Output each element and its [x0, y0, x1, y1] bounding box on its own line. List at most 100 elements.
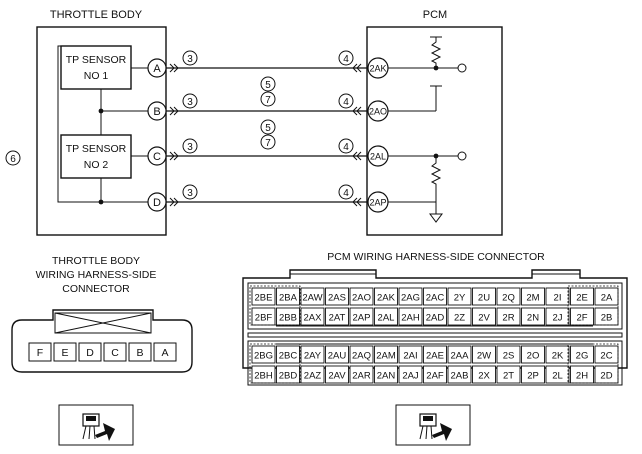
pcm-connector-pin-2f: [570, 307, 594, 326]
pcm-connector-pin-label: 2Q: [502, 293, 515, 304]
pcm-connector-pin-label: 2F: [576, 313, 587, 324]
pcm-connector-pin-label: 2Z: [454, 313, 465, 324]
tb-connector-pin-label: A: [161, 347, 168, 359]
throttle-body-internal-wiring: [57, 45, 148, 205]
tb-connector-pin-f: [28, 342, 52, 362]
pcm-connector-pin-label: 2T: [503, 371, 514, 382]
pcm-connector-pin-label: 2AS: [328, 293, 346, 304]
pcm-connector-pin-2m: [521, 287, 545, 306]
pcm-connector-pin-label: 2BD: [279, 371, 298, 382]
pcm-connector-pin-2w: [472, 345, 496, 364]
pcm-connector-pin-label: 2AM: [376, 351, 396, 362]
pcm-note: 4: [343, 142, 349, 153]
pcm-connector-pin-label: 2U: [478, 293, 490, 304]
pcm-connector-pin-2au: [325, 345, 349, 364]
pcm-connector-pin-label: 2G: [576, 351, 589, 362]
pcm-connector-pin-2g: [570, 345, 594, 364]
pcm-connector-pin-label: 2L: [552, 371, 563, 382]
pcm-connector-pin-label: 2AZ: [304, 371, 322, 382]
tb-pin-b-label: B: [153, 106, 160, 118]
pcm-connector-pin-2bb: [276, 307, 300, 326]
pcm-connector-pin-label: 2E: [576, 293, 588, 304]
pcm-box: [366, 26, 503, 236]
tp-sensor-1-number: NO 1: [84, 70, 109, 82]
tb-note: 3: [187, 188, 193, 199]
mid-note: 5: [265, 123, 271, 134]
pcm-connector-pin-label: 2O: [527, 351, 540, 362]
tb-pin-d-circle: [147, 192, 167, 212]
mid-note: 7: [265, 95, 271, 106]
pcm-connector-pin-2av: [325, 365, 349, 384]
pcm-connector-pin-2e: [570, 287, 594, 306]
pcm-connector-pin-2ao: [349, 287, 374, 306]
pcm-pin-2al-circle: [367, 145, 389, 167]
tb-connector-pin-label: B: [136, 347, 143, 359]
pcm-connector-pin-label: 2BB: [279, 313, 297, 324]
pcm-connector-pin-2ac: [423, 287, 447, 306]
pcm-connector-pin-label: 2H: [576, 371, 588, 382]
pcm-connector-pin-2aj: [398, 365, 423, 384]
pcm-connector-pin-label: 2V: [478, 313, 490, 324]
pcm-connector-pin-2al: [374, 307, 398, 326]
pcm-connector-pin-2ap: [349, 307, 374, 326]
tb-connector-pin-a: [153, 342, 177, 362]
pcm-connector-pin-2l: [545, 365, 570, 384]
pcm-connector-pin-2i: [545, 287, 570, 306]
pcm-connector-pin-label: 2AV: [328, 371, 346, 382]
tb-note: 3: [187, 142, 193, 153]
tb-pin-c-label: C: [153, 151, 161, 163]
tb-connector-pin-e: [53, 342, 77, 362]
pcm-pin-2ak-circle: [367, 57, 389, 79]
pcm-connector-pin-label: 2AC: [426, 293, 445, 304]
pcm-connector-pin-label: 2AT: [329, 313, 346, 324]
pcm-connector-pin-2at: [325, 307, 349, 326]
pcm-connector-pin-2ak: [374, 287, 398, 306]
tp-sensor-2-number: NO 2: [84, 159, 109, 171]
pcm-connector-pin-label: 2BA: [279, 293, 298, 304]
tp-sensor-2-label: TP SENSOR: [66, 143, 127, 155]
pcm-title: PCM: [423, 9, 447, 21]
pcm-connector-pin-2aa: [447, 345, 472, 364]
pcm-connector-pin-label: 2S: [503, 351, 515, 362]
pcm-connector-pin-2ar: [349, 365, 374, 384]
pcm-connector-pin-2ag: [398, 287, 423, 306]
pcm-connector-pin-label: 2AA: [451, 351, 470, 362]
pcm-connector-pin-2p: [521, 365, 545, 384]
tb-pin-a-label: A: [153, 63, 161, 75]
pcm-connector-pin-label: 2P: [527, 371, 539, 382]
pcm-connector-pin-label: 2AD: [426, 313, 445, 324]
mid-note: 7: [265, 138, 271, 149]
pcm-connector-pin-2ad: [423, 307, 447, 326]
pcm-connector-pin-label: 2AI: [403, 351, 417, 362]
pcm-note: 4: [343, 97, 349, 108]
pcm-connector-pin-2bg: [251, 345, 276, 364]
pcm-connector-pin-label: 2AX: [304, 313, 323, 324]
pcm-pin-2ao-label: 2AO: [369, 107, 387, 117]
pcm-connector-pin-2am: [374, 345, 398, 364]
tb-connector-title-3: CONNECTOR: [62, 283, 130, 295]
tb-pin-c-circle: [147, 146, 167, 166]
pcm-connector-pin-2be: [251, 287, 276, 306]
pcm-connector-pin-label: 2AJ: [402, 371, 419, 382]
pcm-connector-pin-label: 2AW: [302, 293, 322, 304]
tb-connector-title-1: THROTTLE BODY: [52, 255, 140, 267]
pcm-connector-pin-label: 2N: [527, 313, 539, 324]
pcm-pin-2ap-label: 2AP: [369, 198, 386, 208]
pcm-note: 4: [343, 188, 349, 199]
pcm-note: 4: [343, 54, 349, 65]
pcm-connector-pin-label: 2BC: [279, 351, 298, 362]
pcm-connector-pin-label: 2Y: [454, 293, 466, 304]
pcm-connector-pin-label: 2AB: [451, 371, 469, 382]
pcm-connector-pin-label: 2C: [600, 351, 612, 362]
tb-note: 3: [187, 54, 193, 65]
tb-connector-view-icon: [58, 404, 134, 446]
pcm-connector-pin-2aq: [349, 345, 374, 364]
pcm-connector-pin-2af: [423, 365, 447, 384]
tp-sensor-2-box: [60, 134, 132, 179]
pcm-connector-pin-2s: [496, 345, 521, 364]
pcm-internal-circuits: [380, 36, 467, 223]
